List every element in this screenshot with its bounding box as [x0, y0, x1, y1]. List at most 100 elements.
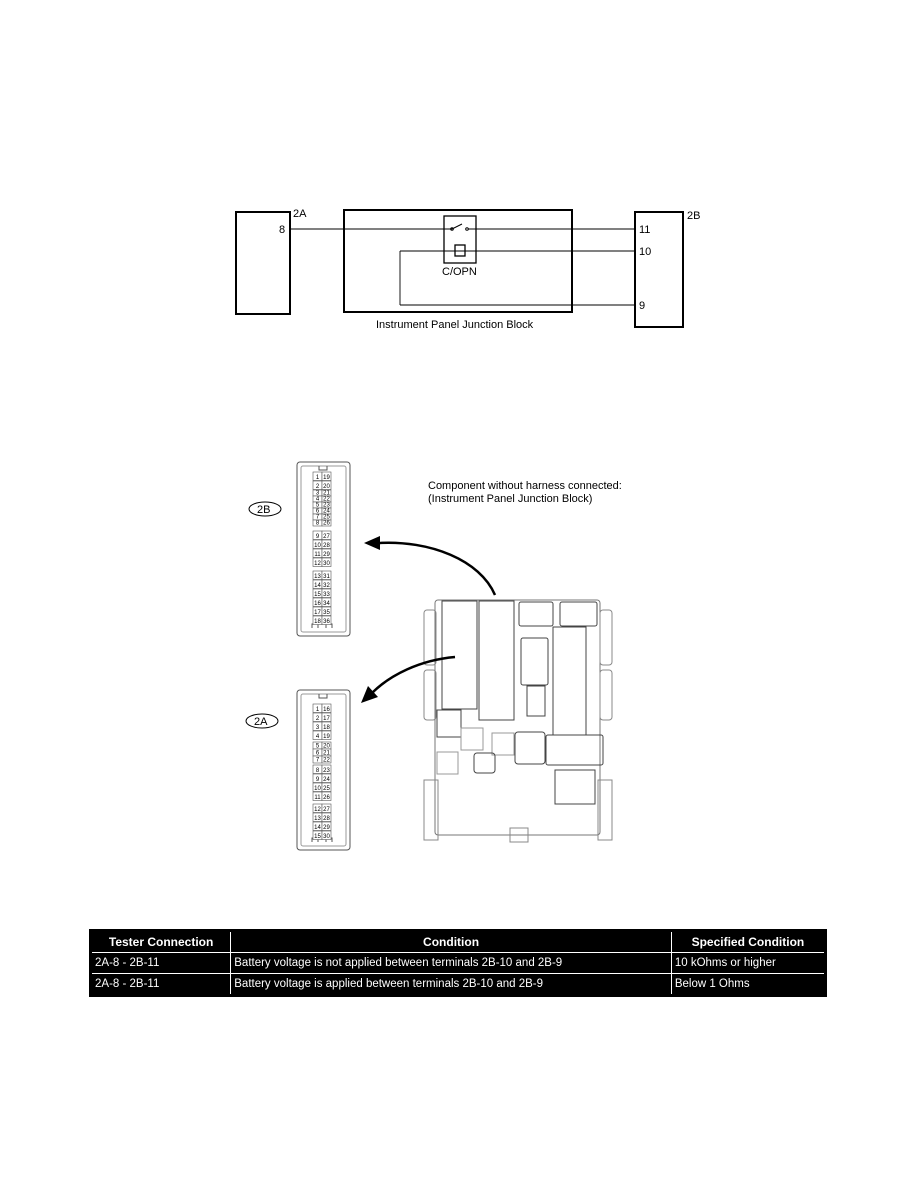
pin-number: 12	[314, 561, 321, 567]
table-header-row: Tester Connection Condition Specified Co…	[90, 930, 826, 953]
connector-2a-label: 2A	[293, 208, 307, 220]
pin-cavity	[321, 548, 332, 558]
table-row: 2A-8 - 2B-11 Battery voltage is not appl…	[90, 952, 826, 974]
pin-number: 32	[323, 583, 330, 589]
pin-number: 27	[323, 807, 330, 813]
connector-2b-housing	[296, 461, 351, 637]
pin-cavity	[321, 539, 332, 549]
pin-number: 17	[314, 610, 321, 616]
cell-tester-connection: 2A-8 - 2B-11	[90, 973, 232, 996]
header-tester-connection: Tester Connection	[90, 930, 232, 953]
header-specified-condition: Specified Condition	[670, 930, 826, 953]
circuit-diagram	[235, 209, 684, 328]
arrow-to-2b	[364, 536, 497, 596]
pin-number: 8	[316, 768, 320, 774]
pin-number: 28	[323, 816, 330, 822]
pin-number: 15	[314, 834, 321, 840]
pin-number: 27	[323, 534, 330, 540]
pin-number: 3	[316, 491, 320, 497]
pin-number: 20	[323, 744, 330, 750]
connector-2a-box	[235, 211, 291, 315]
junction-block-caption: Instrument Panel Junction Block	[376, 319, 534, 331]
pin-number: 19	[323, 475, 330, 481]
pin-cavity	[321, 730, 332, 740]
pin-number: 21	[323, 491, 330, 497]
cell-specified-condition: Below 1 Ohms	[670, 973, 826, 996]
pin-number: 33	[323, 592, 330, 598]
pin-2b-9-label: 9	[639, 300, 645, 312]
arrow-to-2a	[361, 655, 456, 703]
pin-number: 24	[323, 777, 330, 783]
connector-2b-label: 2B	[687, 210, 700, 222]
header-condition: Condition	[230, 930, 672, 953]
pin-number: 7	[316, 515, 320, 521]
pin-number: 28	[323, 543, 330, 549]
connector-note-line2: (Instrument Panel Junction Block)	[428, 493, 592, 505]
pin-cavity	[321, 480, 332, 490]
pin-number: 1	[316, 475, 320, 481]
pin-number: 14	[314, 583, 321, 589]
pin-cavity	[321, 782, 332, 792]
pin-number: 24	[323, 509, 330, 515]
pin-number: 7	[316, 758, 320, 764]
pin-number: 11	[314, 552, 321, 558]
junction-block-box	[343, 209, 573, 313]
pin-cavity	[321, 830, 332, 840]
pin-number: 30	[323, 834, 330, 840]
pin-number: 20	[323, 484, 330, 490]
pin-number: 26	[323, 795, 330, 801]
pin-number: 26	[323, 521, 330, 527]
junction-block-illustration	[423, 599, 613, 843]
pin-cavity	[321, 721, 332, 731]
pin-number: 29	[323, 825, 330, 831]
pin-2a-8-label: 8	[279, 224, 285, 236]
connector-2b-badge	[248, 501, 282, 517]
cell-condition: Battery voltage is not applied between t…	[230, 952, 672, 974]
pin-cavity	[321, 579, 332, 589]
connector-2a-housing	[296, 689, 351, 851]
relay-box	[443, 215, 477, 264]
pin-number: 13	[314, 574, 321, 580]
pin-cavity	[321, 821, 332, 831]
pin-number: 10	[314, 786, 321, 792]
connector-note-line1: Component without harness connected:	[428, 480, 622, 492]
pin-cavity	[321, 773, 332, 783]
pin-cavity	[321, 519, 332, 527]
pin-number: 23	[323, 768, 330, 774]
pin-number: 9	[316, 534, 320, 540]
pin-number: 2	[316, 716, 320, 722]
pin-number: 19	[323, 734, 330, 740]
pin-cavity	[321, 615, 332, 625]
pin-number: 23	[323, 503, 330, 509]
pin-number: 6	[316, 751, 320, 757]
pin-cavity	[321, 557, 332, 567]
pin-number: 14	[314, 825, 321, 831]
pin-number: 34	[323, 601, 330, 607]
pin-2b-11-label: 11	[639, 224, 650, 236]
cell-tester-connection: 2A-8 - 2B-11	[90, 952, 232, 974]
pin-number: 18	[323, 725, 330, 731]
pin-number: 13	[314, 816, 321, 822]
pin-number: 21	[323, 751, 330, 757]
relay-switch-icon	[451, 223, 463, 230]
pin-number: 11	[314, 795, 321, 801]
pin-number: 5	[316, 744, 320, 750]
pin-cavity	[321, 791, 332, 801]
cell-condition: Battery voltage is applied between termi…	[230, 973, 672, 996]
pin-number: 16	[323, 707, 330, 713]
pin-number: 10	[314, 543, 321, 549]
pin-number: 5	[316, 503, 320, 509]
pin-number: 22	[323, 497, 330, 503]
relay-label: C/OPN	[442, 266, 477, 278]
table-row: 2A-8 - 2B-11 Battery voltage is applied …	[90, 973, 826, 996]
pin-number: 16	[314, 601, 321, 607]
pin-cavity	[321, 812, 332, 822]
pin-number: 30	[323, 561, 330, 567]
pin-number: 29	[323, 552, 330, 558]
pin-cavity	[321, 764, 332, 774]
pin-number: 31	[323, 574, 330, 580]
pin-cavity	[321, 703, 332, 713]
pin-number: 8	[316, 521, 320, 527]
pin-number: 25	[323, 515, 330, 521]
